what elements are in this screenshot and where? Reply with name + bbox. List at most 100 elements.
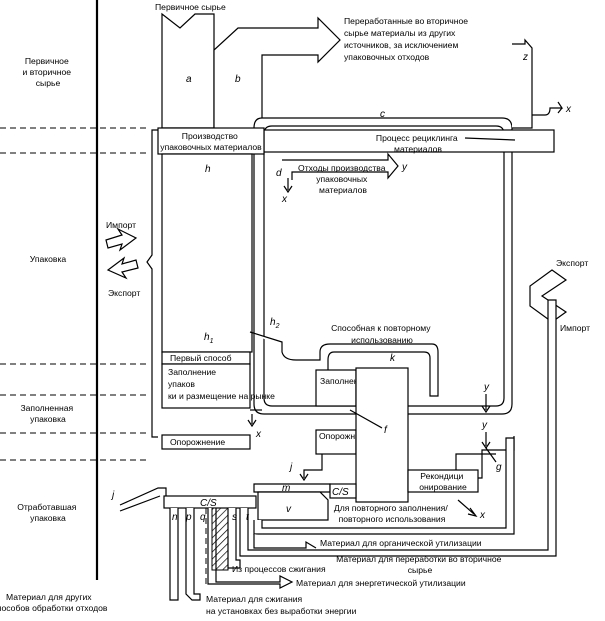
import-label-left: Импорт [106, 220, 136, 230]
stage-used-line2: упаковка [30, 513, 66, 523]
secondary-line4: упаковочных отходов [344, 52, 430, 62]
packaging-production-box [157, 127, 265, 155]
prod-line2: упаковочных материалов [160, 142, 262, 152]
letter-x-mid: x [255, 429, 262, 440]
recycling-line1: Процесс рециклинга [376, 133, 458, 143]
trade-arrow-right [529, 269, 568, 323]
fill-line3: ки и размещение на рынке [168, 391, 275, 401]
h-column [161, 153, 253, 353]
stage-used-packaging: Отработавшая упаковка [17, 502, 79, 523]
reuse-line1: Способная к повторному [331, 323, 431, 333]
letter-s: s [232, 512, 237, 523]
secondary-out-line1: Материал для переработки во вторичное [336, 554, 501, 564]
secondary-input-arrow [213, 16, 341, 128]
packaging-production-label: Производство упаковочных материалов [160, 131, 262, 152]
prod-line1: Производство [182, 131, 238, 141]
letter-p: p [185, 512, 192, 523]
letter-a: a [186, 74, 192, 85]
letter-z: z [522, 52, 528, 63]
stage-primary-secondary: Первичное и вторичное сырье [23, 56, 74, 88]
letter-n: n [172, 512, 178, 523]
reconditioning-box [407, 469, 479, 493]
letter-j-inner: j [288, 462, 293, 473]
stage-filled-line2: упаковка [30, 414, 66, 424]
stage-filled-line1: Заполненная [20, 403, 73, 413]
letter-y-top: y [401, 162, 408, 173]
output-incineration-label: Из процессов сжигания [232, 564, 326, 574]
letter-x-bottom: x [479, 510, 486, 521]
output-no-energy-label: Материал для сжигания на установках без … [206, 594, 357, 616]
j-arrow-left [119, 487, 167, 512]
waste-line3: материалов [319, 185, 367, 195]
letter-j-left: j [110, 490, 115, 501]
letter-t: t [246, 512, 250, 523]
filling-label: Заполнение [320, 376, 368, 386]
secondary-input-label: Переработанные во вторичное сырье матери… [344, 16, 470, 62]
letter-v: v [286, 504, 292, 515]
stage-filled-packaging: Заполненная упаковка [20, 403, 75, 424]
letter-b: b [235, 74, 241, 85]
reuse-line2: использованию [351, 335, 413, 345]
letter-y-mid: y [483, 382, 490, 393]
stage-primary-line1: Первичное [25, 56, 69, 66]
packaging-brace [146, 129, 158, 438]
z-arrow [512, 38, 533, 129]
m-path [253, 483, 331, 493]
output-secondary-label: Материал для переработки во вторичное сы… [336, 554, 504, 575]
recycling-process-label: Процесс рециклинга материалов [376, 133, 460, 154]
letter-h: h [205, 164, 211, 175]
import-label-right: Импорт [560, 323, 590, 333]
stage-other-methods: Материал для других способов обработки о… [0, 592, 108, 613]
noenergy-line2: на установках без выработки энергии [206, 606, 357, 616]
fill-line2: упаков [168, 379, 195, 389]
recond-line1: Рекондици [420, 471, 463, 481]
cs-label-small: C/S [332, 487, 349, 498]
production-waste-arrow [282, 152, 399, 180]
letter-h2: h2 [270, 317, 280, 330]
filling-box [315, 369, 357, 407]
filling-market-box [161, 363, 251, 409]
fill-line1: Заполнение [168, 367, 216, 377]
waste-line1: Отходы производства [298, 163, 386, 173]
letter-x-d: x [281, 194, 288, 205]
letter-d: d [276, 168, 282, 179]
letter-k: k [390, 353, 396, 364]
letter-f: f [384, 425, 388, 436]
stage-other-line2: способов обработки отходов [0, 603, 108, 613]
primary-raw-label: Первичное сырье [155, 2, 226, 12]
export-arrow-left [106, 256, 139, 280]
recond-line2: онирование [419, 482, 467, 492]
forreuse-line2: повторного использования [339, 514, 446, 524]
letter-q: q [200, 512, 206, 523]
letter-y-low: y [481, 420, 488, 431]
secondary-line2: сырье материалы из других [344, 28, 456, 38]
letter-h1: h1 [204, 332, 214, 345]
secondary-line1: Переработанные во вторичное [344, 16, 468, 26]
letter-g: g [496, 462, 502, 473]
output-organic-label: Материал для органической утилизации [320, 538, 482, 548]
secondary-line3: источников, за исключением [344, 40, 458, 50]
secondary-out-line2: сырье [408, 565, 433, 575]
emptying-box [161, 434, 251, 450]
letter-c: c [380, 109, 385, 120]
production-waste-label: Отходы производства упаковочных материал… [298, 163, 388, 195]
stage-packaging: Упаковка [30, 254, 67, 264]
recycling-line2: материалов [394, 144, 442, 154]
export-label-right: Экспорт [556, 258, 588, 268]
stage-used-line1: Отработавшая [17, 502, 77, 512]
first-method-label: Первый способ [170, 353, 232, 363]
noenergy-line1: Материал для сжигания [206, 594, 303, 604]
stage-primary-line2: и вторичное [23, 67, 72, 77]
stage-primary-line3: сырье [36, 78, 61, 88]
letter-x-top: x [565, 104, 572, 115]
for-reuse-label: Для повторного заполнения/ повторного ис… [334, 503, 450, 524]
forreuse-line1: Для повторного заполнения/ [334, 503, 448, 513]
cs-small-box [329, 483, 357, 499]
waste-line2: упаковочных [316, 174, 368, 184]
letter-m: m [282, 483, 290, 494]
f-loop [355, 367, 409, 503]
emptying-label-reuse: Опорожнение [319, 431, 374, 441]
stage-other-line1: Материал для других [6, 592, 92, 602]
cs-label-main: C/S [200, 498, 217, 509]
